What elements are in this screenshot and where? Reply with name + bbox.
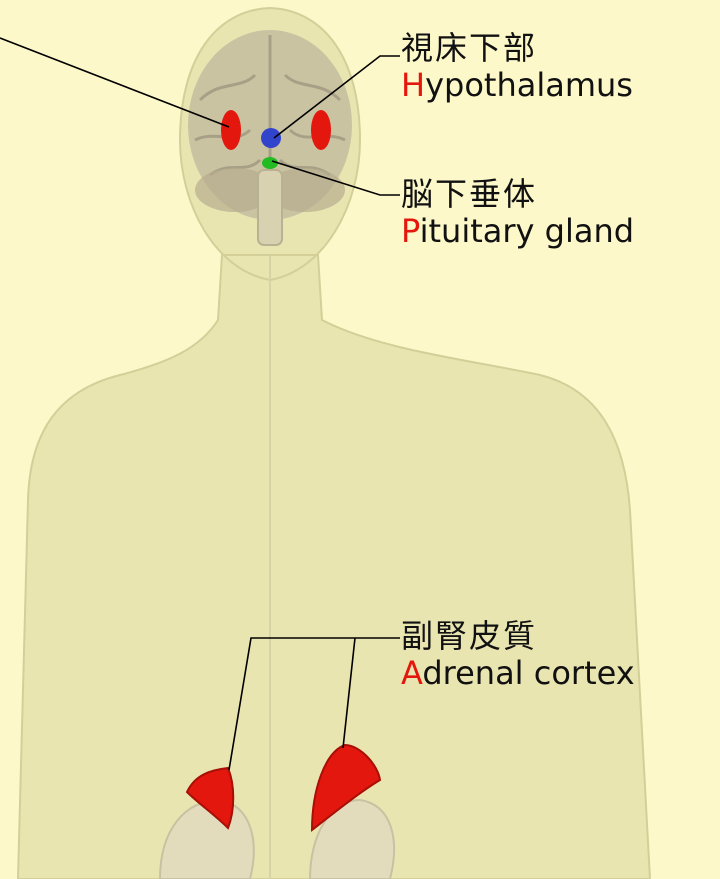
pituitary-dot: [262, 157, 278, 169]
hypothalamus-initial: H: [401, 66, 425, 104]
brainstem: [258, 170, 282, 245]
hypothalamus-left-marker: [221, 110, 241, 150]
hypothalamus-label: 視床下部 Hypothalamus: [401, 30, 633, 104]
pituitary-label-ja: 脳下垂体: [401, 176, 634, 213]
adrenal-label: 副腎皮質 Adrenal cortex: [401, 618, 635, 692]
adrenal-label-ja: 副腎皮質: [401, 618, 635, 655]
hypothalamus-rest: ypothalamus: [425, 66, 633, 104]
hypothalamus-label-ja: 視床下部: [401, 30, 633, 67]
pituitary-label: 脳下垂体 Pituitary gland: [401, 176, 634, 250]
adrenal-initial: A: [401, 654, 422, 692]
adrenal-rest: drenal cortex: [422, 654, 634, 692]
hypothalamus-right-marker: [311, 110, 331, 150]
hypothalamus-dot: [261, 128, 281, 148]
adrenal-label-en: Adrenal cortex: [401, 655, 635, 692]
hypothalamus-label-en: Hypothalamus: [401, 67, 633, 104]
pituitary-rest: ituitary gland: [420, 212, 634, 250]
pituitary-label-en: Pituitary gland: [401, 213, 634, 250]
pituitary-initial: P: [401, 212, 420, 250]
